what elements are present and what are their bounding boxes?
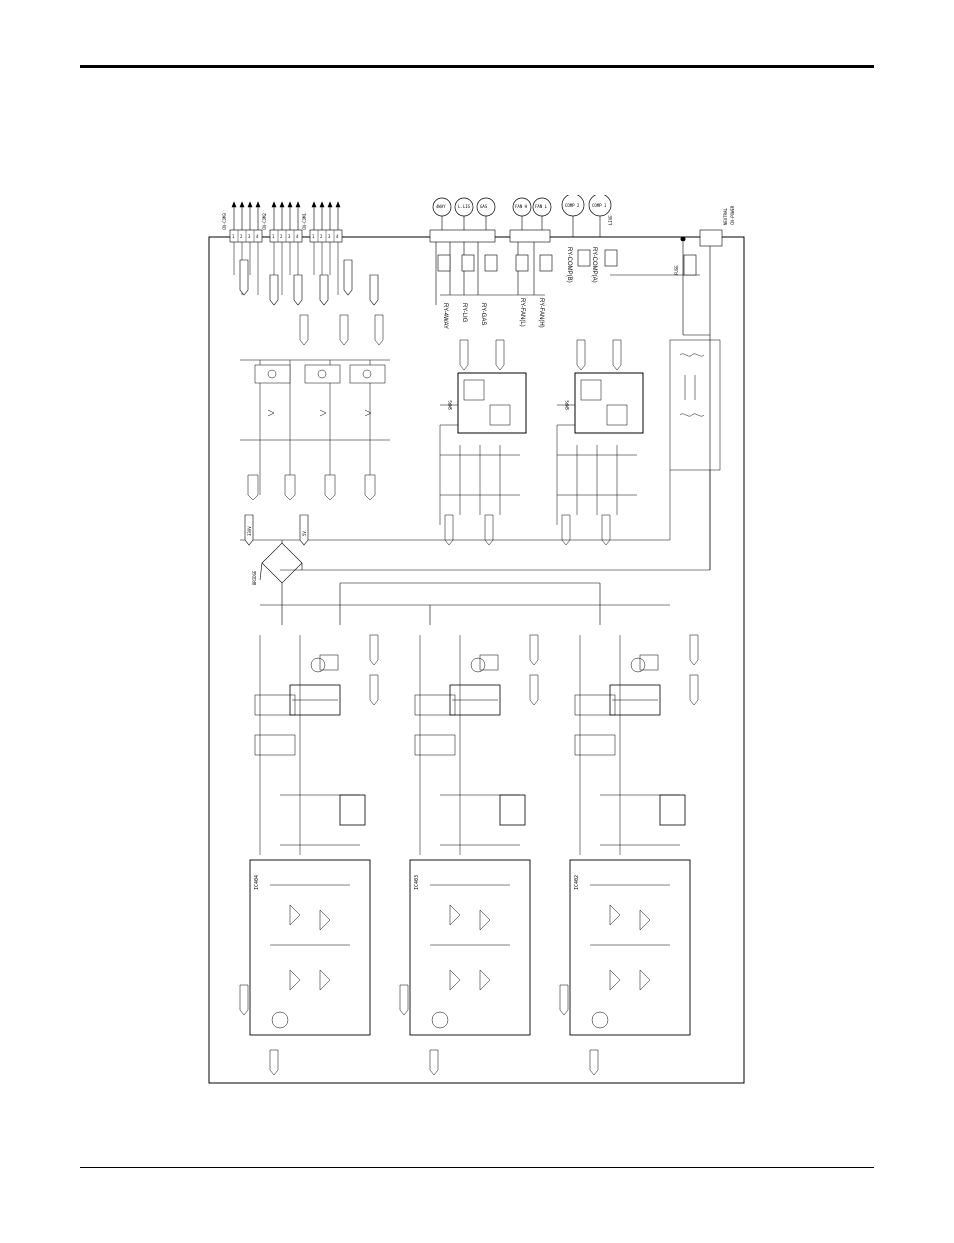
relay-label-fanh: RY-FAN(H) bbox=[538, 298, 544, 328]
svg-text:4: 4 bbox=[296, 234, 299, 239]
converter-block-a: SMPS bbox=[439, 339, 527, 546]
load-section: 4WAY L.LIG GAS FAN H FAN L COMP 2 COMP 1 bbox=[429, 195, 735, 570]
power-connector-label: CN-POWER bbox=[730, 205, 735, 225]
fuse-label: FUSE bbox=[674, 265, 679, 275]
load-label-comp2: COMP 2 bbox=[565, 203, 580, 208]
header-rule bbox=[80, 65, 874, 68]
converter-block-b: SMPS bbox=[556, 339, 644, 546]
bus-label-330v: 330V bbox=[247, 526, 252, 536]
svg-text:2: 2 bbox=[320, 234, 323, 239]
svg-text:4: 4 bbox=[336, 234, 339, 239]
svg-text:3: 3 bbox=[288, 234, 291, 239]
relay-label-comp2: RY-COMP(B) bbox=[566, 247, 572, 283]
driver-module-3: IC402 bbox=[559, 634, 699, 1076]
svg-text:3: 3 bbox=[328, 234, 331, 239]
relay-label-fanl: RY-FAN(L) bbox=[519, 298, 525, 327]
svg-text:3: 3 bbox=[248, 234, 251, 239]
bridge-label: BRIDGE bbox=[252, 570, 257, 585]
svg-text:1: 1 bbox=[232, 234, 235, 239]
load-label-fanl: FAN L bbox=[535, 204, 548, 209]
load-label-4way: 4WAY bbox=[436, 204, 446, 209]
neutral-label: NEUTRAL bbox=[723, 208, 728, 225]
load-label-fanh: FAN H bbox=[515, 204, 528, 209]
svg-text:2: 2 bbox=[240, 234, 243, 239]
relay-label-gas: RY-GAS bbox=[480, 303, 486, 325]
svg-text:2: 2 bbox=[280, 234, 283, 239]
load-label-comp1: COMP 1 bbox=[592, 203, 607, 208]
module-1-ic-label: IC404 bbox=[254, 875, 260, 890]
power-bus bbox=[240, 514, 710, 625]
driver-module-2: IC403 bbox=[399, 634, 539, 1076]
line-filter: FUSE bbox=[669, 265, 721, 570]
converter-label-b: SMPS bbox=[565, 400, 570, 410]
converter-label-a: SMPS bbox=[448, 400, 453, 410]
transistor-array bbox=[240, 314, 390, 501]
connector-label-ch3: CN-COM1 bbox=[302, 213, 307, 230]
live-label: LIVE bbox=[608, 215, 613, 225]
driver-module-1: IC404 bbox=[239, 634, 379, 1076]
connector-label-ch1: CN-COM3 bbox=[222, 213, 227, 230]
footer-rule bbox=[80, 1167, 874, 1168]
relay-label-4way: RY-4WAY bbox=[442, 303, 448, 329]
module-2-ic-label: IC403 bbox=[414, 875, 420, 890]
board-outline bbox=[208, 236, 745, 1084]
bus-label-5v: 5V bbox=[302, 531, 307, 536]
module-3-ic-label: IC402 bbox=[574, 875, 580, 890]
relay-label-lig: RY-LIG bbox=[461, 303, 467, 323]
svg-text:1: 1 bbox=[272, 234, 275, 239]
svg-text:1: 1 bbox=[312, 234, 315, 239]
connector-label-ch2: CN-COM2 bbox=[262, 213, 267, 230]
relay-label-comp1: RY-COMP(A) bbox=[591, 247, 597, 283]
svg-text:4: 4 bbox=[256, 234, 259, 239]
load-label-gas: GAS bbox=[480, 204, 488, 209]
load-label-lig: L.LIG bbox=[458, 204, 471, 209]
